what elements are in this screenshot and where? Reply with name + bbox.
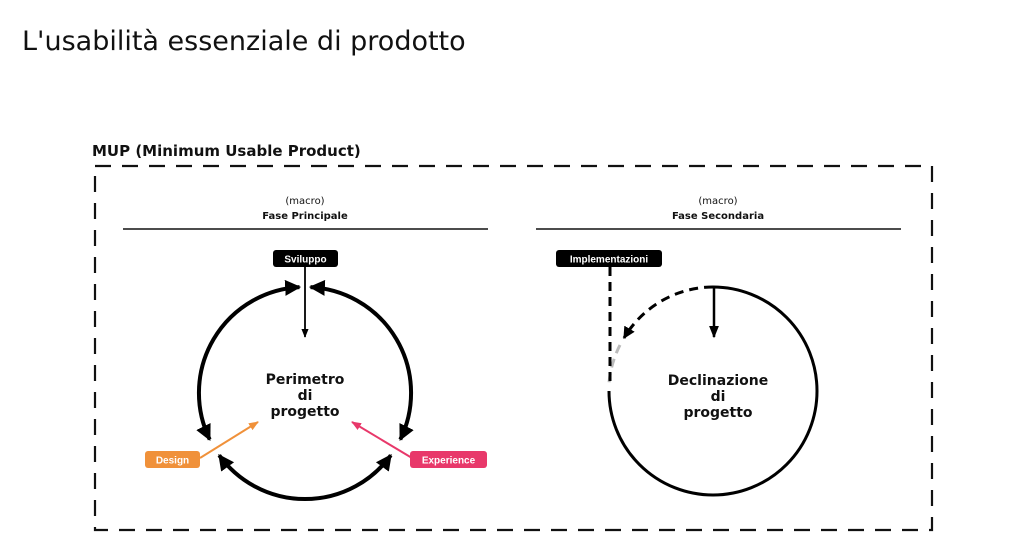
design-arrow bbox=[199, 421, 259, 459]
mup-dashed-frame bbox=[93, 164, 934, 532]
implementazioni-tag-label: Implementazioni bbox=[570, 255, 649, 266]
right-phase-prefix: (macro) bbox=[698, 196, 737, 207]
cycle-arc-bottom bbox=[217, 454, 393, 502]
experience-arrow bbox=[351, 421, 413, 459]
left-center-line-1: Perimetro bbox=[266, 372, 345, 388]
left-center-line-3: progetto bbox=[270, 404, 339, 420]
cycle-arc-left bbox=[196, 279, 302, 441]
cycle-arc-dashed bbox=[622, 285, 714, 340]
right-center-line-2: di bbox=[711, 389, 726, 405]
experience-tag bbox=[410, 451, 487, 468]
cycle-arc-right bbox=[308, 279, 414, 441]
left-cycle: Sviluppo Design Experience Perimetro di … bbox=[145, 250, 487, 502]
cycle-arc-solid bbox=[607, 285, 819, 497]
left-center-line-2: di bbox=[298, 388, 313, 404]
design-tag-label: Design bbox=[156, 456, 189, 467]
sviluppo-tag-label: Sviluppo bbox=[284, 255, 326, 266]
implementazioni-tag bbox=[556, 250, 662, 267]
left-phase-name: Fase Principale bbox=[262, 211, 348, 222]
right-phase-name: Fase Secondaria bbox=[672, 211, 764, 222]
right-cycle: Implementazioni Declinazione di progetto bbox=[556, 250, 819, 497]
experience-tag-label: Experience bbox=[422, 456, 476, 467]
container-label: MUP (Minimum Usable Product) bbox=[92, 142, 361, 160]
sviluppo-tag bbox=[273, 250, 338, 267]
right-center-line-1: Declinazione bbox=[668, 373, 768, 389]
design-tag bbox=[145, 451, 200, 468]
slide-title: L'usabilità essenziale di prodotto bbox=[22, 26, 466, 57]
left-phase-prefix: (macro) bbox=[285, 196, 324, 207]
right-center-line-3: progetto bbox=[683, 405, 752, 421]
cycle-arc-grey bbox=[607, 344, 622, 384]
